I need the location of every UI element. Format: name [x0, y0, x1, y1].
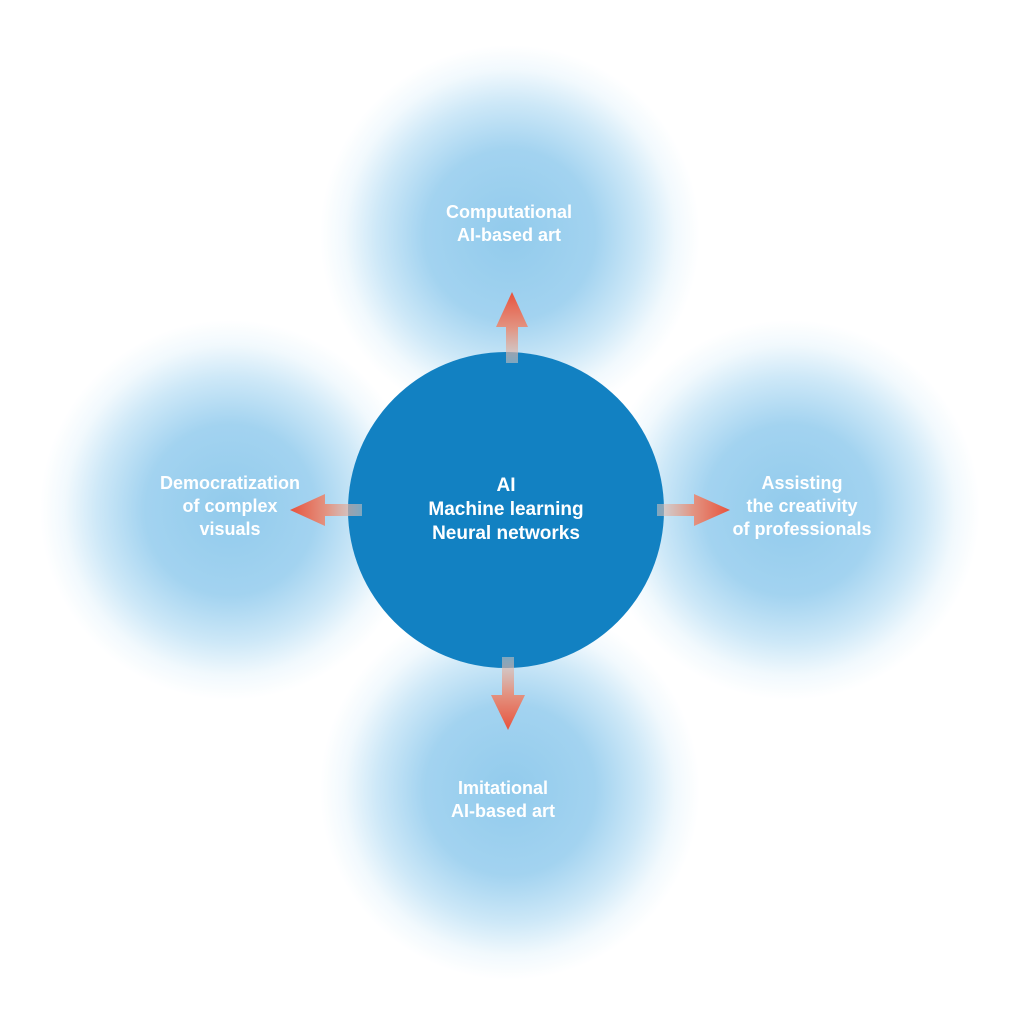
center-circle: AI Machine learning Neural networks — [348, 352, 664, 668]
label-computational-art: Computational AI-based art — [389, 201, 629, 247]
label-bottom-line-2: AI-based art — [450, 801, 556, 821]
label-assisting-creativity: Assisting the creativity of professional… — [682, 472, 922, 541]
center-line-ai: AI — [496, 475, 516, 496]
label-bottom-line-1: Imitational — [457, 778, 548, 798]
label-democratization: Democratization of complex visuals — [110, 472, 350, 541]
arrow-left-icon — [290, 494, 362, 526]
label-right-line-1: Assisting — [761, 473, 843, 493]
label-left-line-2: of complex — [182, 496, 278, 516]
center-line-machine-learning: Machine learning — [428, 499, 584, 520]
center-line-neural-networks: Neural networks — [432, 523, 580, 544]
label-top-line-2: AI-based art — [456, 225, 562, 245]
label-left-line-3: visuals — [199, 519, 261, 539]
arrow-down-icon — [491, 657, 525, 730]
label-top-line-1: Computational — [446, 202, 572, 222]
label-right-line-2: the creativity — [746, 496, 858, 516]
arrow-up-icon — [496, 292, 528, 363]
arrow-right-icon — [657, 494, 730, 526]
label-left-line-1: Democratization — [159, 473, 301, 493]
label-imitational-art: Imitational AI-based art — [383, 777, 623, 823]
label-right-line-3: of professionals — [732, 519, 872, 539]
